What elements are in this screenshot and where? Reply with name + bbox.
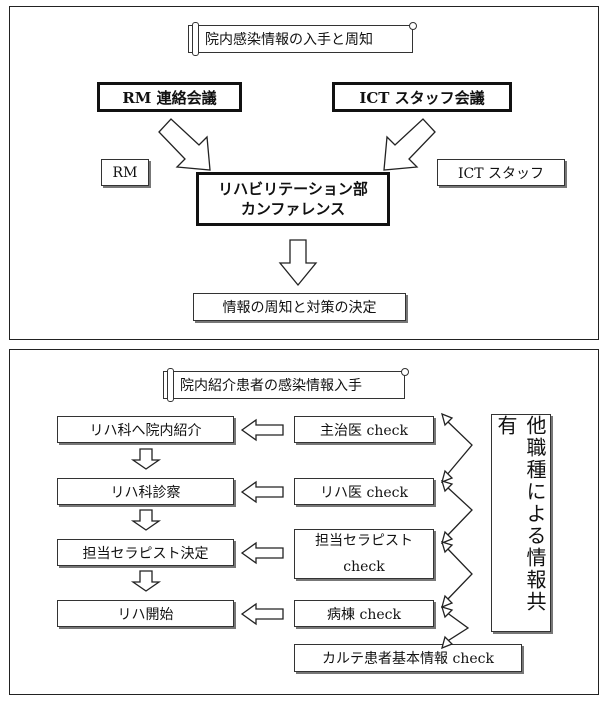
down-arrow-icon [278,239,318,287]
scroll-curl-icon [167,368,174,402]
diagonal-arrow-icon [158,118,211,171]
infection-info-title-text: 院内感染情報の入手と周知 [205,32,373,48]
info-sharing-label: 他職種による情報共有 [491,414,551,632]
left-arrow-icon [240,602,284,626]
zigzag-arrow-icon [445,546,473,602]
diagonal-arrow-icon [383,118,436,171]
arrowhead-icon [441,541,454,554]
ict-staff-box: ICT スタッフ [437,159,565,186]
left-arrow-icon [240,418,284,442]
infection-info-title: 院内感染情報の入手と周知 [188,22,417,56]
check-doctor: 主治医 check [294,416,434,443]
zigzag-arrow-icon [445,419,473,477]
zigzag-arrow-icon [445,485,473,538]
left-arrow-icon [240,541,284,565]
arrowhead-icon [441,606,454,619]
flow-step-exam: リハ科診察 [57,478,234,505]
flow-step-start: リハ開始 [57,600,234,627]
arrowhead-icon [441,469,454,484]
scroll-curl-icon [401,368,409,376]
check-record: カルテ患者基本情報 check [294,644,522,672]
arrowhead-icon [441,412,454,427]
flow-step-referral: リハ科へ院内紹介 [57,416,234,443]
scroll-curl-icon [409,22,417,30]
rehab-conference-line2: カンファレンス [240,200,346,218]
check-therapist-line2: check [343,559,385,575]
rehab-conference-line1: リハビリテーション部 [218,180,368,198]
check-therapist-line1: 担当セラピスト [315,533,413,549]
down-arrow-icon [130,570,162,592]
check-ward: 病棟 check [294,600,434,627]
referral-info-title-text: 院内紹介患者の感染情報入手 [180,378,362,394]
flow-step-therapist: 担当セラピスト決定 [57,539,234,566]
result-box: 情報の周知と対策の決定 [193,293,406,321]
down-arrow-icon [130,448,162,470]
check-therapist: 担当セラピスト check [294,529,434,579]
zigzag-arrow-icon [445,611,470,643]
scroll-curl-icon [192,22,199,56]
referral-info-title: 院内紹介患者の感染情報入手 [163,368,409,402]
arrowhead-icon [441,530,454,545]
arrowhead-icon [441,635,454,650]
ict-meeting-box: ICT スタッフ会議 [332,82,512,112]
rm-box: RM [101,159,149,186]
down-arrow-icon [130,509,162,531]
rm-meeting-box: RM 連絡会議 [97,82,242,112]
rehab-conference-box: リハビリテーション部 カンファレンス [196,172,390,226]
check-rehab-doctor: リハ医 check [294,478,434,505]
left-arrow-icon [240,480,284,504]
arrowhead-icon [441,594,454,609]
arrowhead-icon [441,480,454,493]
